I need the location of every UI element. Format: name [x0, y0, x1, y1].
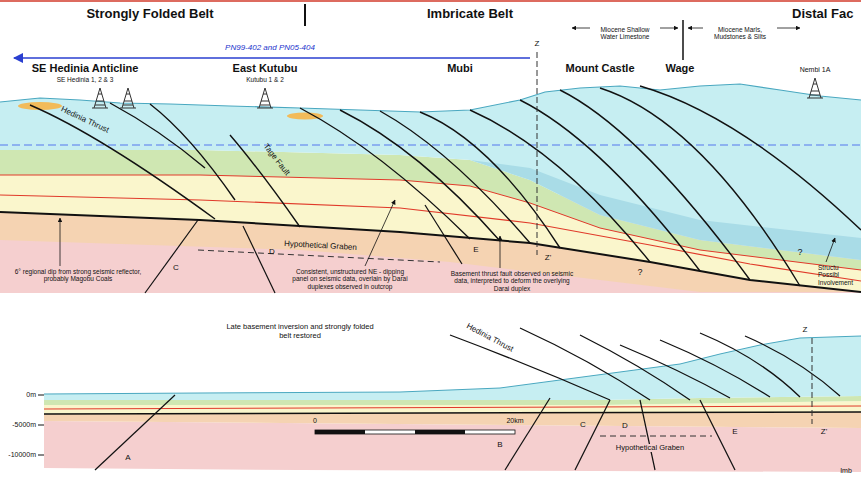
restored-section	[38, 328, 861, 472]
facies-label: Miocene Shallow Water Limestone	[594, 26, 656, 41]
facies-label: Miocene Marls, Mudstones & Silts	[707, 26, 773, 41]
well-name: SE Hedinia 1, 2 & 3	[57, 76, 114, 83]
well-name: Nembi 1A	[800, 66, 831, 74]
graben-label: Hypothetical Graben	[616, 444, 684, 453]
query-mark: ?	[637, 267, 642, 277]
derrick-symbols	[92, 78, 823, 108]
fault-name: Tage Fault	[262, 142, 292, 177]
depth-label: 0m	[26, 391, 36, 399]
fault-letter: C	[173, 263, 179, 272]
belt-divider	[304, 4, 306, 26]
cut-off-label: Imb	[840, 467, 852, 475]
structure-name: Mount Castle	[565, 62, 634, 75]
annotation-note: Consistent, unstructured NE - dipping pa…	[290, 268, 410, 290]
detachment-line	[44, 412, 861, 414]
topography-line	[44, 336, 861, 394]
annotation-note: Basement thrust fault observed on seismi…	[448, 270, 576, 292]
seismic-line-label: PN99-402 and PN05-404	[225, 43, 315, 52]
belt-heading: Imbricate Belt	[427, 7, 513, 22]
horizon-line	[44, 406, 861, 409]
structure-name: Mubi	[447, 62, 473, 75]
query-mark: ?	[797, 247, 802, 257]
upper-section	[0, 52, 861, 293]
belt-heading: Distal Fac	[792, 7, 853, 22]
belt-heading: Strongly Folded Belt	[86, 7, 213, 22]
thrust-faults	[30, 86, 861, 286]
section-tie-line	[812, 338, 813, 424]
scale-label: 20km	[506, 417, 523, 425]
fault-letter: D	[269, 247, 275, 256]
graben-label: Hypothetical Graben	[283, 240, 356, 253]
detachment-line	[0, 212, 861, 292]
section-tie-label: Z	[803, 325, 808, 334]
section-tie-line	[537, 52, 538, 255]
graben-line	[198, 250, 440, 262]
basement-faults	[145, 205, 462, 293]
fault-letter: C	[580, 420, 586, 429]
structure-name: Wage	[666, 62, 695, 75]
header-rule	[0, 0, 861, 2]
fault-letter: B	[497, 440, 502, 449]
graben-line	[600, 436, 712, 437]
annotation-note: Late basement inversion and strongly fol…	[225, 323, 375, 340]
fault-name: Hedinia Thrust	[60, 105, 111, 135]
scale-bar	[315, 430, 515, 434]
facies-divider	[682, 20, 684, 60]
section-tie-label: Z'	[545, 253, 551, 262]
fault-letter: E	[473, 245, 478, 254]
thrust-faults	[450, 328, 840, 400]
limestone-sheet	[470, 160, 861, 260]
peach-layer	[44, 412, 861, 428]
callout-arrows	[60, 200, 835, 268]
depth-ticks	[38, 395, 44, 455]
annotation-note: 6° regional dip from strong seismic refl…	[8, 268, 148, 283]
fault-letter: A	[125, 453, 130, 462]
structure-name: East Kutubu	[233, 62, 298, 75]
section-tie-label: Z	[535, 39, 540, 48]
annotation-note: Structu Possibl Involvement	[818, 264, 860, 286]
seismic-line-arrow	[14, 57, 530, 59]
fault-letter: D	[622, 421, 628, 430]
fault-letter: E	[732, 427, 737, 436]
well-name: Kutubu 1 & 2	[246, 76, 284, 83]
structure-name: SE Hedinia Anticline	[32, 62, 139, 75]
basement-faults	[95, 395, 735, 470]
scale-label: 0	[313, 417, 317, 425]
depth-label: -5000m	[12, 421, 36, 429]
basement-layer	[44, 421, 861, 472]
limestone-layer	[44, 336, 861, 400]
section-tie-label: Z'	[821, 427, 827, 436]
depth-label: -10000m	[8, 451, 36, 459]
topography-line	[0, 84, 861, 112]
fault-name: Hedinia Thrust	[465, 322, 515, 354]
